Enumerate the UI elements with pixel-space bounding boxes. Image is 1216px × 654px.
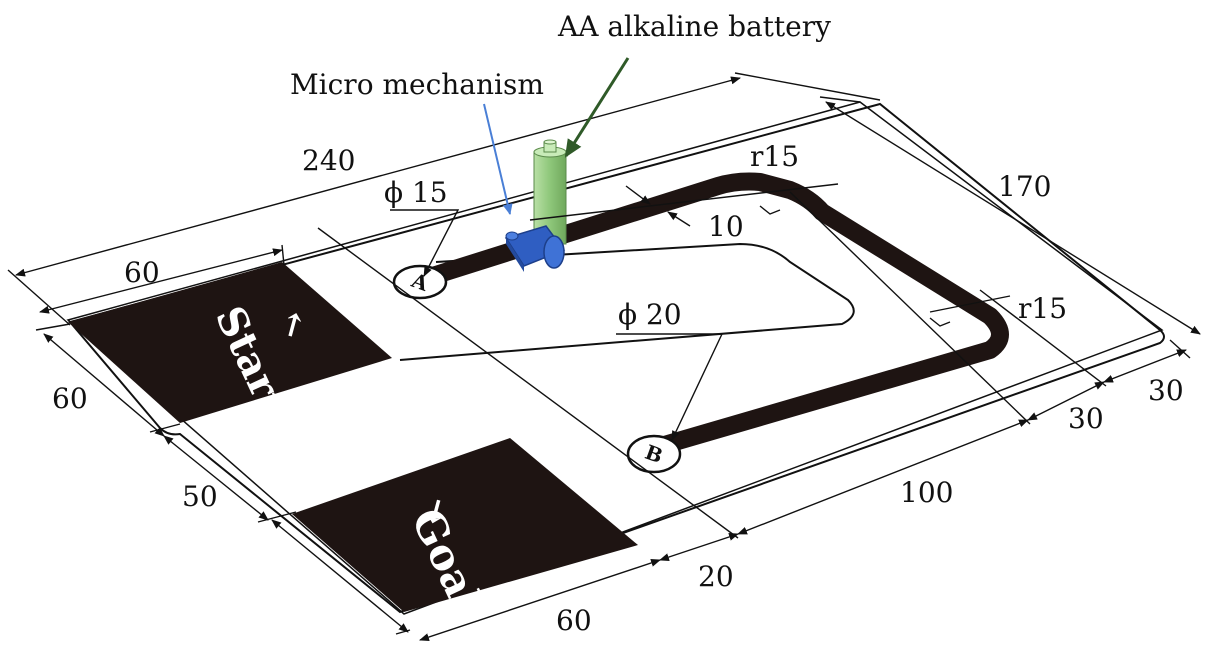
phi15-leader xyxy=(390,209,460,277)
dim-point-b-diameter: ϕ 20 xyxy=(618,298,682,331)
dim-line-60-bottom xyxy=(271,519,409,633)
mechanism-callout-arrow xyxy=(483,103,513,215)
dim-240: 240 xyxy=(302,144,355,177)
dim-line-10 xyxy=(625,185,651,205)
battery-callout-text: AA alkaline battery xyxy=(557,10,831,43)
dim-corner-radius-right: r15 xyxy=(1018,292,1067,325)
dim-point-a-diameter: ϕ 15 xyxy=(384,176,448,209)
dim-right-margin-2: 30 xyxy=(1148,374,1184,407)
dim-line-width: 10 xyxy=(708,210,744,243)
dim-start-length: 60 xyxy=(124,256,160,289)
battery-callout-arrow xyxy=(564,57,630,158)
dim-line-240 xyxy=(15,76,741,277)
dim-goal-length: 60 xyxy=(556,604,592,637)
right-angle-mark-right xyxy=(929,317,951,327)
dim-goal-offset: 20 xyxy=(698,560,734,593)
right-angle-mark-top xyxy=(759,205,781,215)
dim-start-width: 60 xyxy=(52,382,88,415)
dim-line-30-lower xyxy=(1027,381,1105,421)
point-a-marker: A xyxy=(392,264,448,300)
dim-corner-radius-top: r15 xyxy=(750,140,799,173)
dim-right-margin-1: 30 xyxy=(1068,402,1104,435)
dim-line-60-goal-width xyxy=(419,559,661,641)
mechanism-callout-text: Micro mechanism xyxy=(290,68,544,101)
dim-line-20 xyxy=(659,533,739,561)
point-b-marker: B xyxy=(626,434,682,474)
phi20-leader xyxy=(616,333,724,441)
dim-line-50 xyxy=(163,435,269,521)
dim-track-length: 100 xyxy=(900,476,953,509)
dim-line-100 xyxy=(737,419,1029,535)
dim-170: 170 xyxy=(998,170,1051,203)
dim-line-60-left xyxy=(43,333,165,437)
dim-line-170 xyxy=(825,101,1201,335)
dim-line-30-upper xyxy=(1103,349,1187,383)
dim-gap: 50 xyxy=(182,480,218,513)
dim-line-60-top xyxy=(39,248,283,314)
